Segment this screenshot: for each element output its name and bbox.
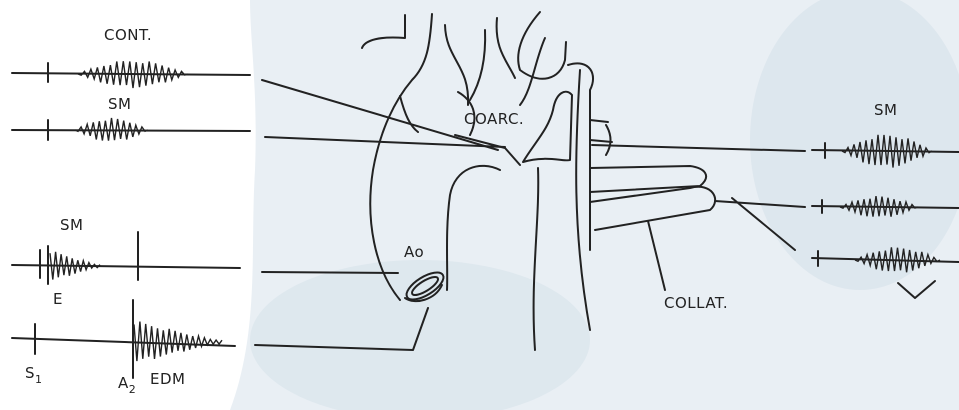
sm-top-label: SM <box>108 97 131 112</box>
sm-right-label: SM <box>874 103 897 118</box>
collat-label: COLLAT. <box>664 296 728 311</box>
e-label: E <box>53 292 63 307</box>
s1-label: S1 <box>25 366 43 381</box>
ao-label: Ao <box>404 245 424 260</box>
sm-mid-label: SM <box>60 218 83 233</box>
s1-label-main: S <box>25 364 35 382</box>
a2-label: A2 <box>118 376 136 391</box>
ao-leader-line <box>262 272 398 273</box>
coarc-label: COARC. <box>464 112 524 127</box>
edm-label: EDM <box>150 372 185 387</box>
cont-label: CONT. <box>104 28 152 43</box>
a2-label-main: A <box>118 374 129 392</box>
s1-label-sub: 1 <box>35 373 43 386</box>
a2-label-sub: 2 <box>129 383 137 396</box>
